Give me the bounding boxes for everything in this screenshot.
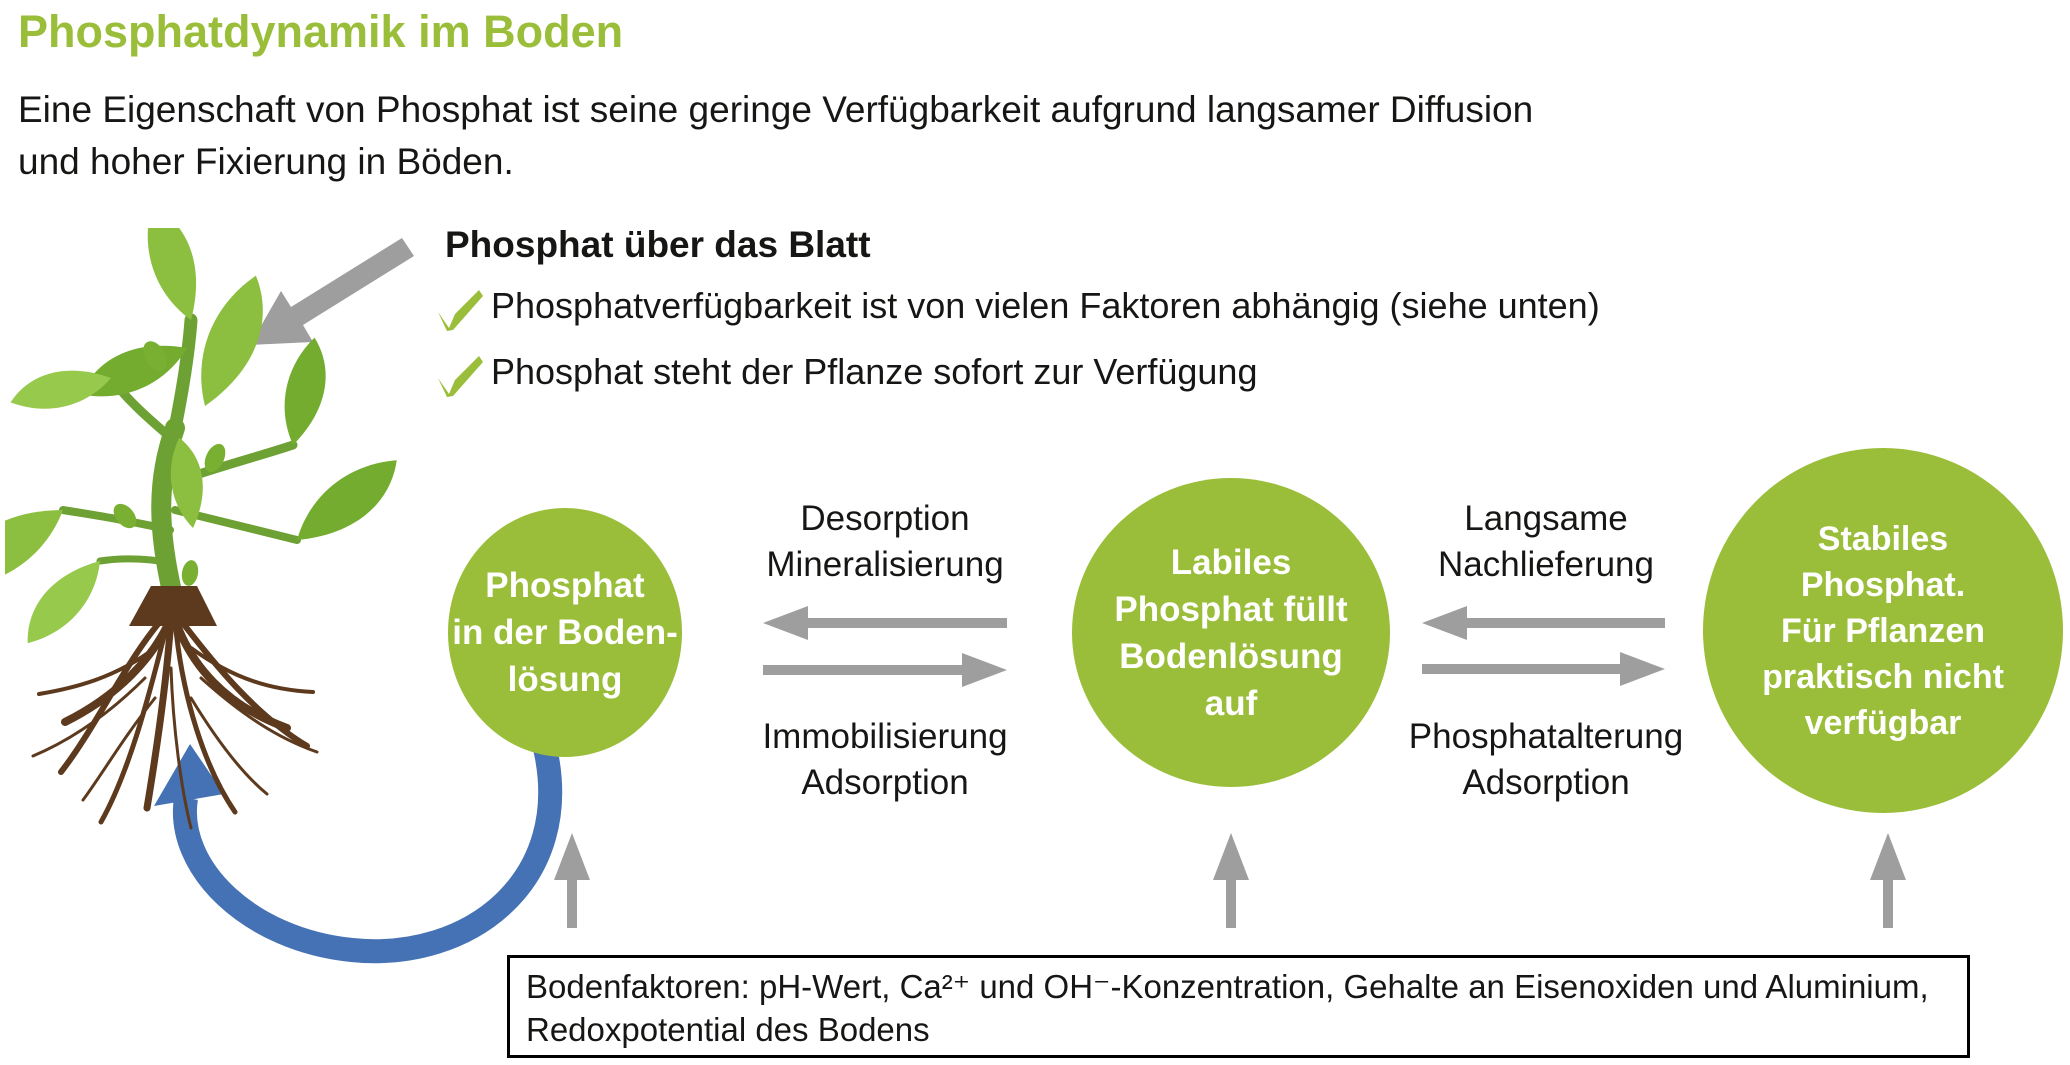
node-line: Stabiles [1817, 519, 1949, 558]
leaf-application-section: Phosphat über das Blatt Phosphatverfügba… [435, 224, 1600, 416]
label-line: Immobilisierung [762, 717, 1008, 756]
node-line: Phosphat füllt [1114, 589, 1348, 629]
arrow-nachlieferung-left [1422, 606, 1665, 640]
intro-paragraph: Eine Eigenschaft von Phosphat ist seine … [18, 84, 1533, 188]
arrow-desorption-left [763, 606, 1007, 640]
node-line: Labiles [1170, 542, 1292, 582]
soil-factor-up-arrow [554, 833, 590, 928]
node-stabiles-phosphat: Stabiles Phosphat. Für Pflanzen praktisc… [1703, 448, 2063, 813]
node-line: in der Boden- [452, 613, 678, 652]
arrow-immobilisierung-right [763, 653, 1007, 687]
label-line: Nachlieferung [1438, 545, 1654, 584]
label-line: Adsorption [801, 763, 969, 802]
soil-factors-box: Bodenfaktoren: pH-Wert, Ca²⁺ und OH⁻-Kon… [507, 955, 1970, 1058]
node-line: verfügbar [1804, 703, 1962, 742]
root-uptake-arrow [154, 744, 563, 964]
label-line: Mineralisierung [766, 545, 1004, 584]
label-line: Adsorption [1462, 763, 1630, 802]
plant-illustration [5, 228, 397, 830]
leaf-section-heading: Phosphat über das Blatt [445, 224, 871, 265]
node-line: Phosphat [485, 566, 645, 605]
node-line: praktisch nicht [1762, 657, 2004, 696]
page-title: Phosphatdynamik im Boden [18, 6, 624, 57]
node-line: lösung [507, 660, 623, 699]
label-langsame-nachlieferung: Langsame Nachlieferung [1346, 496, 1746, 588]
bullet-row: Phosphatverfügbarkeit ist von vielen Fak… [435, 284, 1600, 337]
node-line: auf [1204, 683, 1258, 723]
soil-factor-up-arrow [1213, 833, 1249, 928]
label-desorption-mineralisierung: Desorption Mineralisierung [685, 496, 1085, 588]
label-immobilisierung-adsorption: Immobilisierung Adsorption [685, 714, 1085, 806]
label-line: Desorption [800, 499, 970, 538]
soil-factors-line-1: Bodenfaktoren: pH-Wert, Ca²⁺ und OH⁻-Kon… [526, 968, 1929, 1005]
intro-line-2: und hoher Fixierung in Böden. [18, 141, 514, 182]
label-phosphatalterung-adsorption: Phosphatalterung Adsorption [1346, 714, 1746, 806]
soil-factor-up-arrow [1870, 833, 1906, 928]
arrow-phosphatalterung-right [1422, 652, 1665, 686]
node-labiles-phosphat: Labiles Phosphat füllt Bodenlösung auf [1072, 478, 1390, 787]
foliar-application-arrow [250, 238, 414, 345]
intro-line-1: Eine Eigenschaft von Phosphat ist seine … [18, 89, 1534, 130]
bullet-text: Phosphatverfügbarkeit ist von vielen Fak… [491, 285, 1600, 326]
plant-roots [31, 586, 319, 830]
node-line: Bodenlösung [1119, 636, 1343, 676]
bullet-row: Phosphat steht der Pflanze sofort zur Ve… [435, 350, 1600, 403]
node-phosphat-bodenloesung: Phosphat in der Boden- lösung [448, 508, 682, 757]
plant-leaves [5, 228, 397, 644]
node-line: Für Pflanzen [1780, 611, 1986, 650]
checkmark-icon [435, 288, 491, 337]
node-line: Phosphat. [1800, 565, 1966, 604]
label-line: Langsame [1464, 499, 1628, 538]
soil-factors-line-2: Redoxpotential des Bodens [526, 1011, 930, 1048]
checkmark-icon [435, 354, 491, 403]
label-line: Phosphatalterung [1408, 717, 1684, 756]
bullet-text: Phosphat steht der Pflanze sofort zur Ve… [491, 351, 1258, 392]
